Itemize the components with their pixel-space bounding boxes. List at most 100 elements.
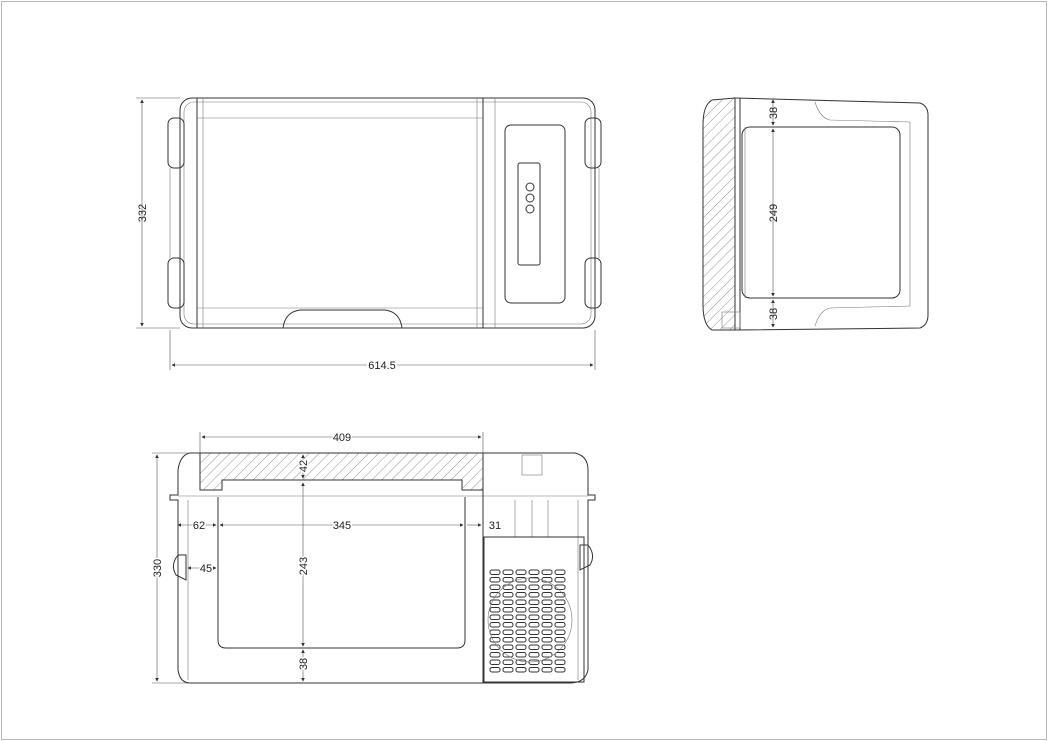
vent-slot xyxy=(541,637,553,643)
vent-slot xyxy=(515,637,527,643)
dim-overall-width: 614.5 xyxy=(368,360,396,372)
vent-slot xyxy=(554,614,566,620)
vent-slot xyxy=(541,607,553,613)
vent-slot xyxy=(502,622,514,628)
vent-slot xyxy=(515,622,527,628)
front-view-dimensions xyxy=(152,432,484,684)
vent-slot xyxy=(515,644,527,650)
vent-slot xyxy=(528,644,540,650)
vent-slot xyxy=(515,629,527,635)
vent-slot xyxy=(515,599,527,605)
dim-front-height: 330 xyxy=(152,559,164,577)
vent-slot xyxy=(489,577,501,583)
vent-slot xyxy=(554,652,566,658)
vent-slot xyxy=(502,667,514,673)
vent-slot xyxy=(554,607,566,613)
vent-slot xyxy=(489,659,501,665)
side-view xyxy=(702,97,929,331)
dim-bottom-wall: 38 xyxy=(298,658,310,670)
vent-slot xyxy=(489,637,501,643)
vent-slot xyxy=(528,637,540,643)
vent-slot xyxy=(554,599,566,605)
vent-slot xyxy=(502,659,514,665)
vent-slot xyxy=(489,607,501,613)
vent-slot xyxy=(554,659,566,665)
dim-lid-thickness: 42 xyxy=(298,460,310,472)
vent-slot xyxy=(515,659,527,665)
vent-slot xyxy=(528,652,540,658)
dim-side-inner-depth: 249 xyxy=(768,204,780,222)
vent-slot xyxy=(515,667,527,673)
vent-slot xyxy=(541,569,553,575)
vent-slot xyxy=(554,629,566,635)
vent-slot xyxy=(502,614,514,620)
vent-slot xyxy=(489,569,501,575)
vent-slot xyxy=(528,577,540,583)
vent-slot xyxy=(515,614,527,620)
vent-slot xyxy=(541,584,553,590)
vent-slot xyxy=(489,644,501,650)
control-button-icons xyxy=(525,182,535,214)
vent-slot xyxy=(528,614,540,620)
vent-slot xyxy=(489,584,501,590)
vent-slot xyxy=(541,652,553,658)
vent-slot xyxy=(515,569,527,575)
vent-slot xyxy=(554,569,566,575)
dim-side-wall: 45 xyxy=(200,563,212,575)
vent-slot xyxy=(502,577,514,583)
vent-slot xyxy=(489,599,501,605)
top-view-dimensions xyxy=(136,97,596,370)
vent-slot xyxy=(541,614,553,620)
vent-slot xyxy=(554,622,566,628)
vent-slot xyxy=(502,569,514,575)
vent-slot xyxy=(515,607,527,613)
vent-slot xyxy=(502,629,514,635)
vent-slot xyxy=(489,652,501,658)
vent-slot xyxy=(541,644,553,650)
vent-slot xyxy=(502,584,514,590)
vent-slot xyxy=(489,667,501,673)
vent-slot xyxy=(502,637,514,643)
dim-inner-width: 345 xyxy=(333,520,351,532)
vent-slot xyxy=(541,629,553,635)
dim-top-depth: 332 xyxy=(137,204,149,222)
vent-slot xyxy=(541,659,553,665)
vent-slot xyxy=(528,622,540,628)
vent-slot xyxy=(515,652,527,658)
vent-slot xyxy=(502,592,514,598)
vent-slot xyxy=(554,667,566,673)
dim-right-wall: 31 xyxy=(489,520,501,532)
vent-slot xyxy=(541,599,553,605)
dim-lid-width: 409 xyxy=(333,432,351,444)
vent-slot xyxy=(528,667,540,673)
vent-slot xyxy=(554,592,566,598)
vent-slot xyxy=(502,652,514,658)
dim-left-wall: 62 xyxy=(193,520,205,532)
vent-slot xyxy=(554,584,566,590)
vent-slot xyxy=(528,592,540,598)
vent-slot xyxy=(541,592,553,598)
vent-slot xyxy=(502,599,514,605)
vent-slot xyxy=(528,584,540,590)
vent-slot xyxy=(515,577,527,583)
vent-slot xyxy=(502,644,514,650)
vent-slot xyxy=(502,607,514,613)
vent-slot xyxy=(489,629,501,635)
vent-slot xyxy=(541,622,553,628)
vent-slot xyxy=(541,667,553,673)
vent-slot xyxy=(554,577,566,583)
vent-slot xyxy=(528,629,540,635)
vent-slot xyxy=(554,637,566,643)
vent-slot xyxy=(528,599,540,605)
vent-slot xyxy=(528,569,540,575)
dim-side-top-wall: 38 xyxy=(768,107,780,119)
vent-slot xyxy=(515,592,527,598)
dim-side-bottom-wall: 38 xyxy=(768,308,780,320)
top-view xyxy=(167,97,602,329)
vent-slot xyxy=(489,614,501,620)
vent-slot xyxy=(515,584,527,590)
front-view xyxy=(169,452,596,684)
